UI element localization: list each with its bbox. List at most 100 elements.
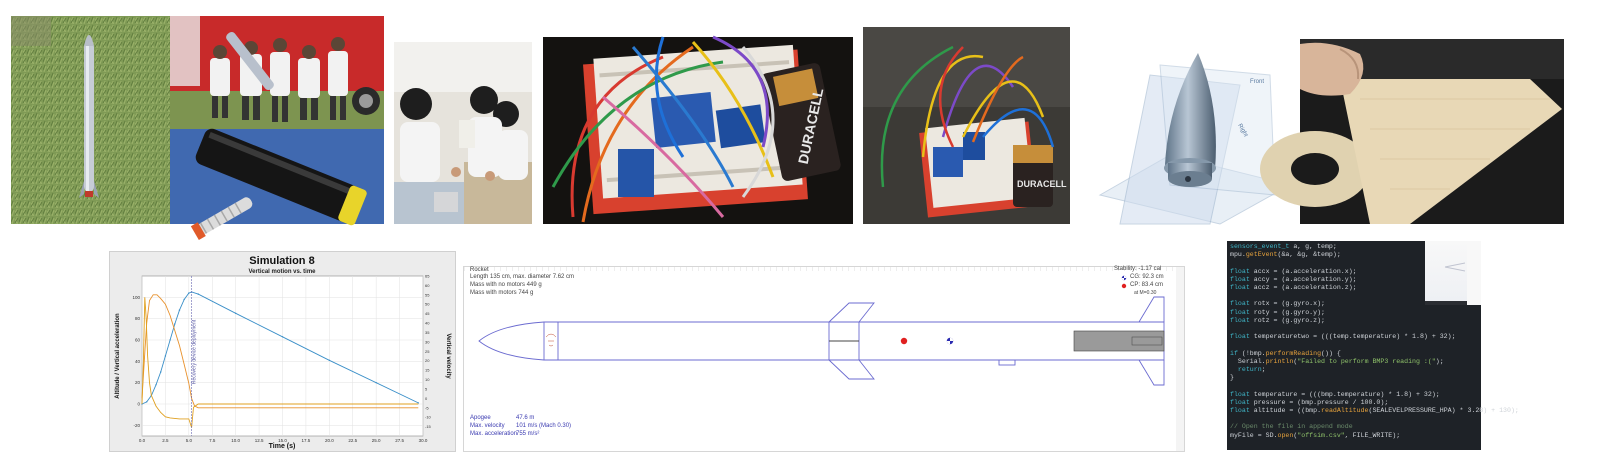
y2-tick-label: 5: [425, 386, 428, 391]
chart-title: Simulation 8: [249, 255, 314, 267]
y2-tick-label: 60: [425, 283, 430, 288]
rocket-outline: [478, 296, 1165, 386]
code-text: sensors_event_t a, g, temp; mpu.getEvent…: [1230, 243, 1519, 439]
x-tick-label: 2.5: [162, 438, 169, 443]
y2-tick-label: 0: [425, 396, 428, 401]
y-tick-labels: -20 0 20 40 60 80 100: [132, 295, 140, 428]
y2-tick-label: 10: [425, 377, 430, 382]
apogee-label: Apogee: [470, 415, 491, 421]
max-accel-label: Max. acceleration: [470, 431, 518, 437]
length-text: Length 135 cm, max. diameter 7.62 cm: [470, 274, 575, 280]
y2-tick-label: 50: [425, 302, 430, 307]
y2-tick-label: 55: [425, 292, 430, 297]
mach-text: at M=0.30: [1134, 290, 1157, 296]
altitude-point: [281, 336, 284, 338]
y-tick-label: 60: [135, 338, 141, 343]
altitude-point: [160, 371, 162, 373]
x-tick-label: 0.0: [139, 438, 146, 443]
simulation-chart: Simulation 8 Vertical motion vs. time 0.…: [109, 251, 456, 452]
y2-tick-label: 45: [425, 311, 430, 316]
y-tick-label: 0: [137, 402, 140, 407]
top-ruler: [464, 267, 1184, 271]
cad-plane-label-front: Front: [1250, 79, 1264, 85]
y-tick-label: 100: [132, 295, 140, 300]
motor: [1073, 330, 1165, 352]
openrocket-design-panel: Rocket Length 135 cm, max. diameter 7.62…: [463, 266, 1185, 452]
x-tick-label: 20.0: [325, 438, 334, 443]
x-tick-label: 12.5: [255, 438, 264, 443]
acceleration-line: [141, 297, 419, 428]
rocket-body-tube-photo: [170, 128, 384, 241]
y2-tick-label: 35: [425, 330, 430, 335]
y2-tick-label: 20: [425, 358, 430, 363]
altitude-point: [178, 309, 181, 311]
altitude-point: [145, 401, 148, 403]
code-thumbnail-edge: [1467, 241, 1481, 305]
x-tick-label: 27.5: [395, 438, 404, 443]
cp-text: CP: 83.4 cm: [1130, 282, 1164, 288]
deployment-annotation: Recovery device deployment: [192, 319, 198, 384]
y2-tick-labels: -15 -10 -5 0 5 10 15 20 25 30 35 40 45 50 55 60 65: [425, 274, 432, 430]
code-thumbnail-overlay: [1425, 241, 1467, 305]
x-tick-label: 7.5: [209, 438, 216, 443]
altitude-point: [169, 339, 171, 341]
y-tick-label: 40: [135, 359, 141, 364]
nose-cone-cad-model: Front Right: [1090, 45, 1292, 225]
y2-tick-label: -10: [425, 415, 432, 420]
y2-axis-label: Vertical velocity: [445, 333, 451, 379]
series-lines: [141, 291, 420, 428]
battery-label-2: DURACELL: [1017, 179, 1067, 189]
cp-legend-icon: [1121, 283, 1127, 289]
altitude-point: [188, 292, 190, 294]
altitude-point: [197, 293, 199, 295]
altitude-point: [328, 359, 331, 361]
y2-tick-label: -15: [425, 424, 432, 429]
y2-tick-label: 40: [425, 321, 430, 326]
apogee-value: 47.6 m: [516, 415, 535, 421]
vertical-scrollbar[interactable]: [1176, 267, 1184, 451]
altitude-point: [155, 384, 157, 386]
x-axis-label: Time (s): [269, 443, 296, 450]
y-tick-label: 20: [135, 380, 141, 385]
y2-tick-label: 25: [425, 349, 430, 354]
parachute-icon: [545, 333, 557, 347]
mass-no-motor: Mass with no motors 449 g: [470, 282, 542, 288]
x-tick-labels: 0.0 2.5 5.0 7.5 10.0 12.5 15.0 17.5 20.0 22.5 25.0…: [139, 438, 428, 443]
x-tick-label: 15.0: [278, 438, 287, 443]
cp-marker: [900, 337, 908, 345]
breadboard-wiring-photo-1: DURACELL: [543, 35, 853, 224]
y2-tick-label: -5: [425, 405, 429, 410]
x-tick-label: 5.0: [186, 438, 193, 443]
altitude-point: [375, 381, 377, 384]
y-tick-label: -20: [133, 423, 140, 428]
x-tick-label: 25.0: [372, 438, 381, 443]
altitude-point: [417, 402, 420, 404]
max-velocity-label: Max. velocity: [470, 423, 505, 429]
altitude-point: [183, 298, 185, 301]
students-building-photo: [394, 42, 532, 224]
mass-with-motor: Mass with motors 744 g: [470, 290, 534, 296]
x-tick-label: 10.0: [231, 438, 240, 443]
max-accel-value: 755 m/s²: [516, 431, 540, 437]
altitude-line: [141, 291, 419, 405]
y-axis-label: Altitude / Vertical acceleration: [115, 313, 121, 399]
cg-legend-icon: [1121, 275, 1127, 281]
balsa-fin-photo: [1260, 39, 1564, 224]
y2-tick-label: 15: [425, 368, 430, 373]
arduino-code-editor: sensors_event_t a, g, temp; mpu.getEvent…: [1227, 241, 1519, 450]
y-tick-label: 80: [135, 316, 141, 321]
chart-subtitle: Vertical motion vs. time: [248, 269, 316, 275]
altitude-point: [174, 323, 176, 325]
cg-text: CG: 92.3 cm: [1130, 274, 1164, 280]
altitude-point: [234, 312, 237, 315]
velocity-line: [141, 294, 419, 409]
stability-text: Stability: -1.17 cal: [1114, 266, 1162, 272]
max-velocity-value: 101 m/s (Mach 0.30): [516, 423, 572, 429]
rocket-on-grass-photo: [11, 16, 170, 224]
y2-tick-label: 65: [425, 274, 430, 279]
x-tick-label: 30.0: [419, 438, 428, 443]
x-tick-label: 22.5: [348, 438, 357, 443]
team-with-rocket-photo: [170, 16, 384, 129]
y2-tick-label: 30: [425, 339, 430, 344]
x-tick-label: 17.5: [302, 438, 311, 443]
